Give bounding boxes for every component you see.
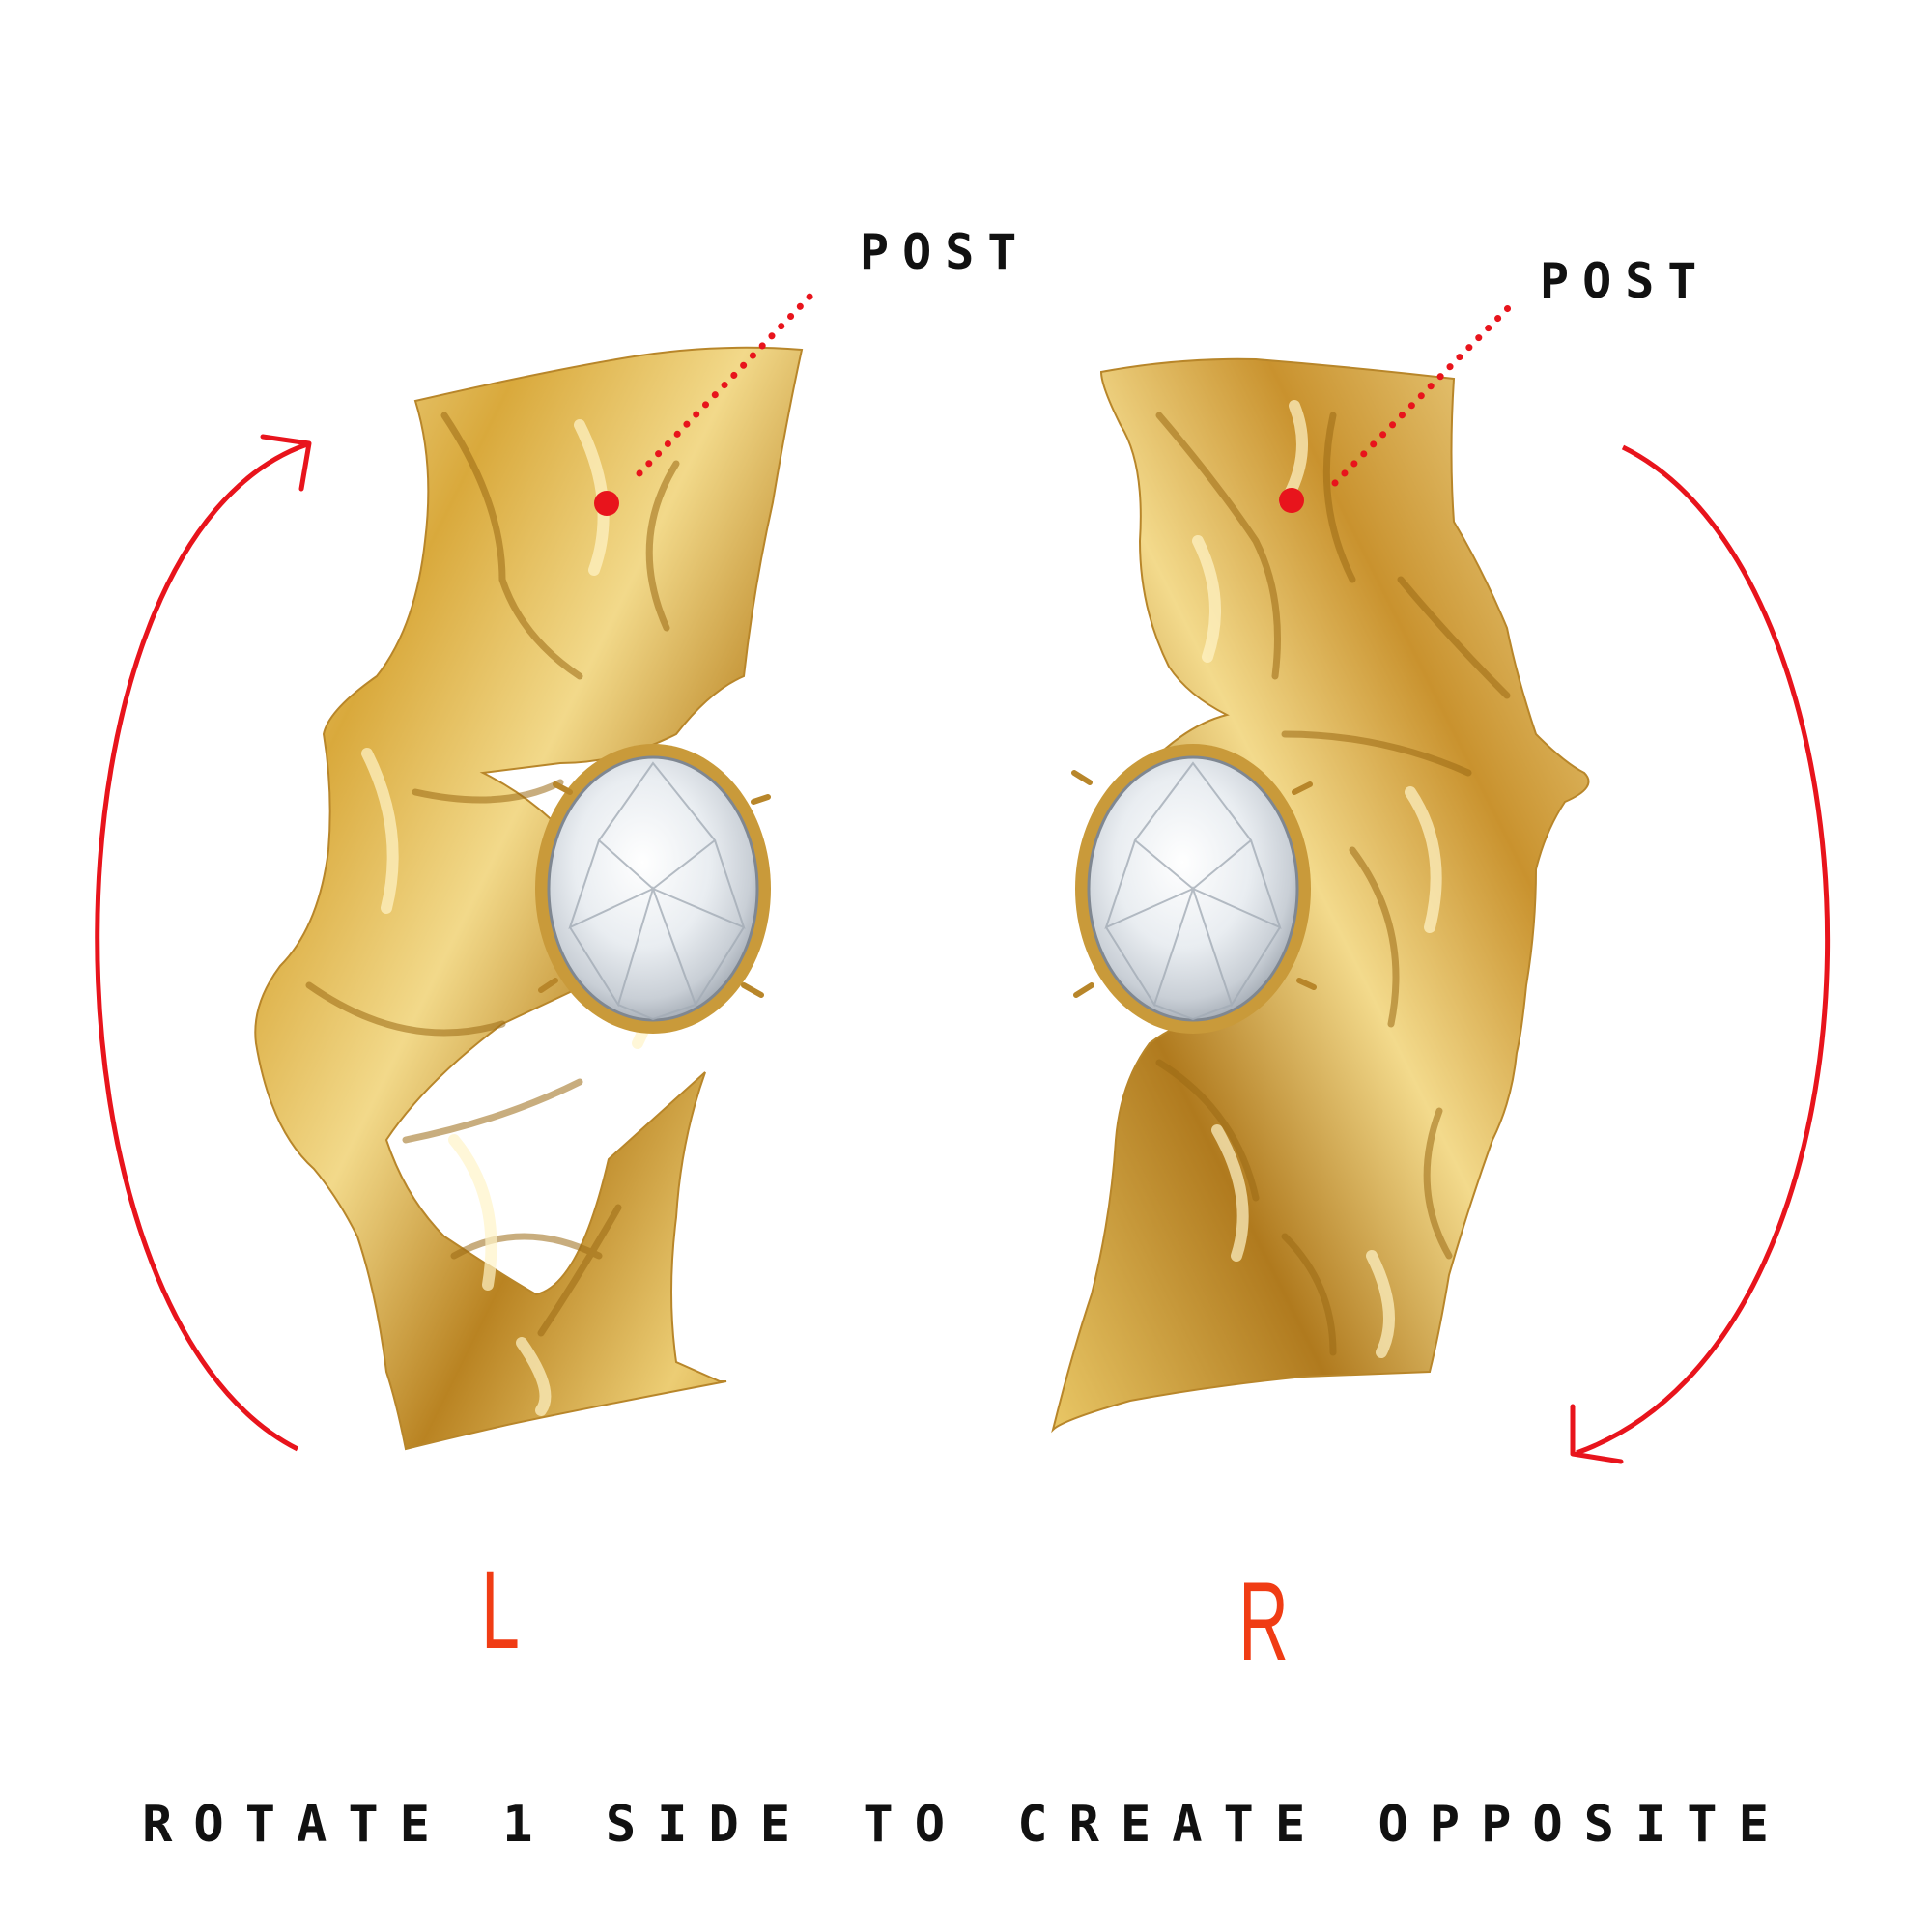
- right-crystal-facets: [1104, 761, 1282, 1021]
- right-rotation-arrowhead: [1570, 1404, 1624, 1464]
- left-crystal-facets: [568, 761, 746, 1021]
- right-post-dot: [1279, 488, 1304, 513]
- left-rotation-arc: [95, 441, 308, 1452]
- left-post-label: POST: [860, 224, 1030, 280]
- left-post-dot: [594, 491, 619, 516]
- right-earring-highlight: [1192, 400, 1442, 1358]
- left-side-label: L: [481, 1548, 520, 1672]
- left-earring-fold: [305, 412, 680, 1337]
- left-crystal-prongs: [538, 781, 771, 998]
- right-earring-fold: [1155, 412, 1511, 1356]
- right-post-label: POST: [1540, 253, 1710, 309]
- left-post-marker: POST: [594, 224, 1030, 516]
- curved-arrow-clockwise-icon: [1570, 444, 1831, 1464]
- left-earring: [254, 346, 804, 1451]
- curved-arrow-counterclockwise-icon: [95, 434, 312, 1452]
- right-crystal-prongs: [1071, 770, 1317, 998]
- left-rotation-arrowhead: [260, 434, 312, 492]
- right-post-marker: POST: [1279, 253, 1710, 513]
- right-side-label: R: [1238, 1560, 1289, 1684]
- right-rotation-arc: [1576, 444, 1831, 1456]
- left-post-leader-line: [636, 286, 820, 477]
- right-earring: [1051, 357, 1590, 1434]
- right-post-leader-line: [1331, 300, 1516, 487]
- instruction-caption: ROTATE 1 SIDE TO CREATE OPPOSITE: [142, 1796, 1790, 1854]
